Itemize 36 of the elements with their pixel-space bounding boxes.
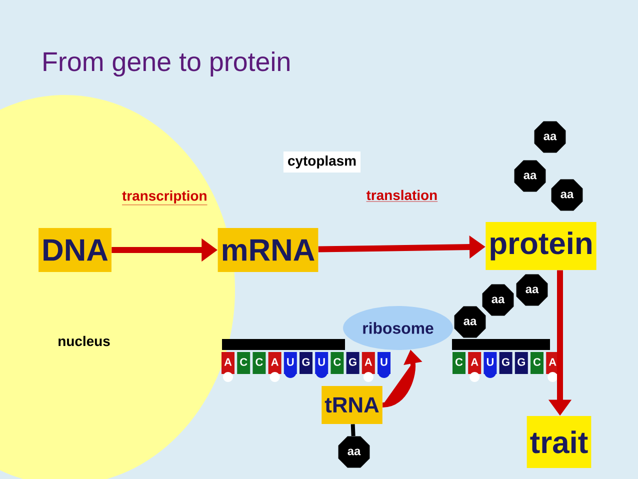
label: A — [224, 358, 232, 366]
label: U — [318, 358, 325, 366]
dna-box: DNA — [38, 228, 112, 272]
label: A — [271, 358, 278, 366]
label: C — [534, 358, 541, 366]
amino-acid-octagon: aa — [514, 160, 546, 192]
cytoplasm-box: cytoplasm — [284, 152, 360, 172]
trait-box: trait — [526, 416, 592, 468]
label: G — [502, 358, 510, 366]
trna-box: tRNA — [322, 386, 382, 424]
label: U — [380, 358, 388, 366]
edge-label: transcription — [122, 190, 208, 206]
label: U — [486, 358, 494, 366]
label: A — [470, 358, 478, 366]
amino-acid-octagon: aa — [516, 274, 548, 306]
nucleus-label: nucleus — [58, 336, 110, 346]
label: G — [302, 358, 310, 366]
connector-line — [350, 424, 356, 436]
amino-acid-octagon: aa — [338, 436, 370, 468]
amino-acid-octagon: aa — [454, 306, 486, 338]
amino-acid-octagon: aa — [551, 179, 583, 211]
label: A — [364, 358, 372, 366]
label: G — [348, 358, 356, 366]
label: C — [256, 358, 263, 366]
label: U — [287, 358, 294, 366]
amino-acid-octagon: aa — [482, 284, 514, 316]
edge-label: translation — [366, 190, 438, 202]
label: C — [240, 358, 248, 366]
protein-box: protein — [486, 222, 596, 270]
label: A — [548, 358, 556, 366]
label: G — [518, 358, 525, 366]
title: From gene to protein — [44, 51, 290, 77]
label: C — [334, 358, 341, 366]
label: C — [456, 358, 463, 366]
amino-acid-octagon: aa — [534, 121, 566, 153]
mrna-box: mRNA — [218, 228, 318, 272]
